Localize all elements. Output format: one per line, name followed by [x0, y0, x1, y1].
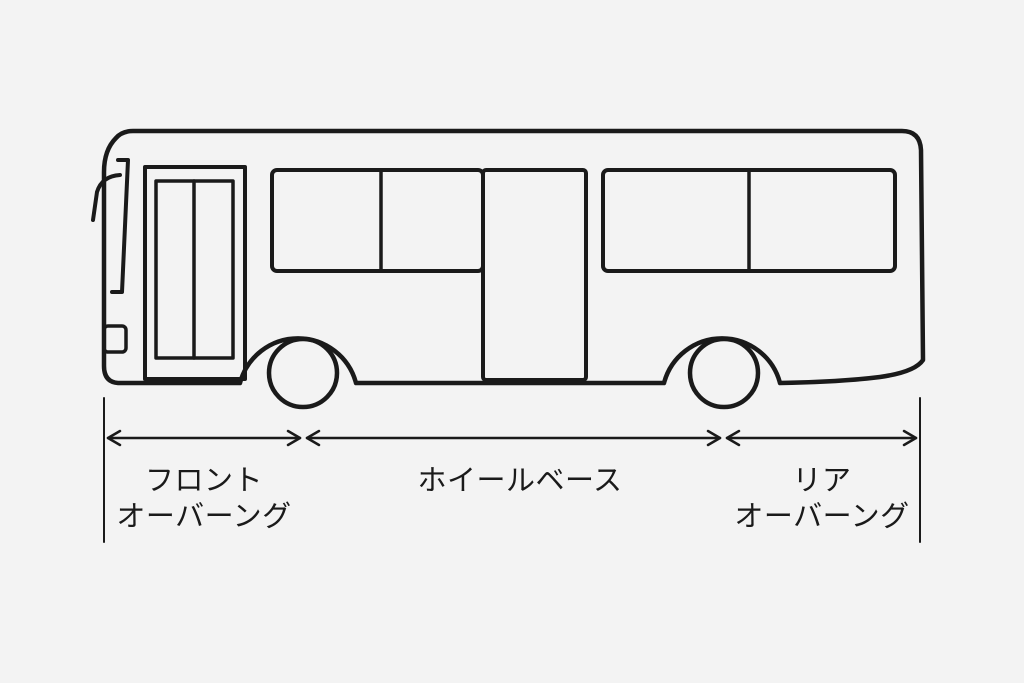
wheelbase-label-line1: ホイールベース	[417, 463, 623, 497]
dimension-rear-overhang	[725, 429, 918, 447]
side-mirror	[91, 173, 122, 222]
front-door-frame	[143, 165, 247, 381]
dimension-wheelbase	[305, 429, 722, 447]
dimension-front-overhang	[106, 429, 302, 447]
rear-overhang-label: リア オーバーング	[722, 462, 922, 534]
front-overhang-label-line2: オーバーング	[116, 499, 292, 533]
rear-overhang-label-line2: オーバーング	[734, 499, 910, 533]
rear-overhang-label-line1: リア	[792, 463, 852, 497]
bus-body	[101, 128, 926, 386]
windshield	[110, 158, 130, 294]
middle-door	[481, 168, 588, 382]
front-overhang-label: フロント オーバーング	[104, 462, 304, 534]
headlight	[102, 324, 128, 354]
rear-wheel	[687, 336, 761, 410]
wheelbase-label: ホイールベース	[310, 462, 730, 498]
front-wheel	[266, 336, 340, 410]
front-overhang-label-line1: フロント	[144, 463, 263, 497]
window-left	[270, 168, 485, 273]
